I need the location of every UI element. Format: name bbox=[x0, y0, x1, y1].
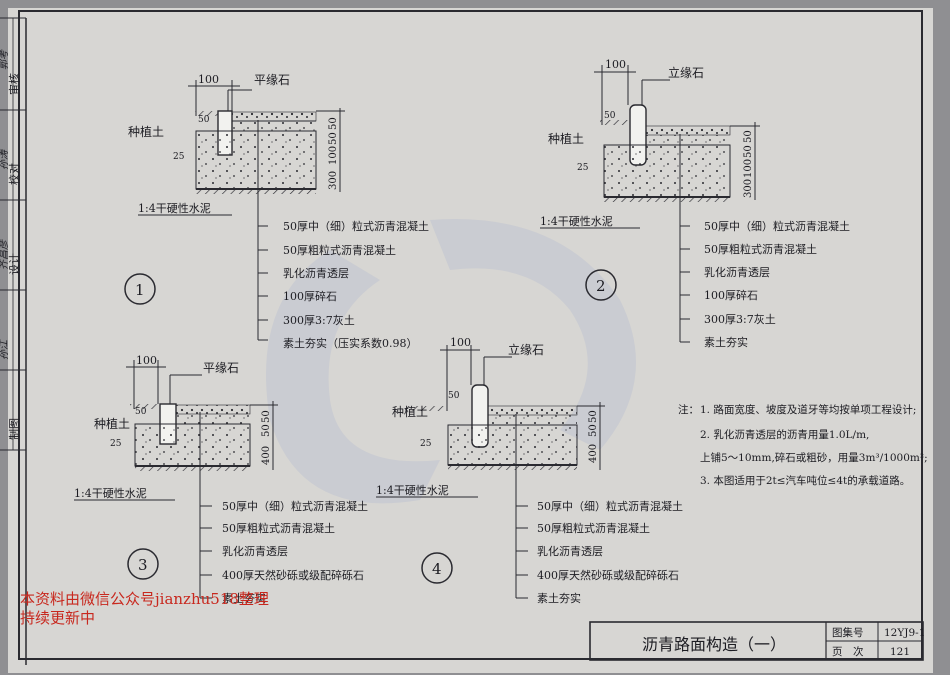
svg-text:50: 50 bbox=[448, 391, 460, 401]
mortar-label: 1:4干硬性水泥 bbox=[376, 483, 449, 497]
detail-number: 4 bbox=[432, 560, 442, 578]
layer-item: 50厚中（细）粒式沥青混凝土 bbox=[537, 499, 683, 513]
note-line: 1. 路面宽度、坡度及道牙等均按单项工程设计; bbox=[700, 403, 916, 416]
stone-label: 立缘石 bbox=[508, 342, 544, 357]
detail-number: 2 bbox=[596, 277, 606, 295]
page-value: 121 bbox=[890, 646, 910, 658]
note-line: 2. 乳化沥青透层的沥青用量1.0L/m, bbox=[700, 428, 869, 441]
title-block: 沥青路面构造（一） 图集号 12YJ9-1 页 次 121 bbox=[589, 621, 925, 661]
notes-heading: 注： bbox=[678, 403, 699, 416]
mortar-label: 1:4干硬性水泥 bbox=[540, 214, 613, 228]
signature-3: 齐昌彦 bbox=[0, 239, 10, 270]
layer-item: 乳化沥青透层 bbox=[283, 266, 349, 280]
layer-item: 素土夯实 bbox=[222, 591, 266, 605]
note-line: 3. 本图适用于2t≤汽车吨位≤4t的承载道路。 bbox=[700, 474, 910, 487]
layer-item: 100厚碎石 bbox=[283, 289, 337, 303]
draw-label: 制图 bbox=[8, 418, 21, 440]
watermark-line-2: 持续更新中 bbox=[20, 609, 96, 627]
watermark-line-1: 本资料由微信公众号jianzhu518整理 bbox=[20, 590, 269, 608]
svg-text:50: 50 bbox=[743, 145, 754, 158]
proofread-label: 校对 bbox=[7, 163, 21, 185]
layer-item: 50厚粗粒式沥青混凝土 bbox=[704, 242, 817, 256]
svg-text:400: 400 bbox=[588, 444, 599, 463]
layer-item: 300厚3:7灰土 bbox=[283, 313, 355, 327]
svg-text:100: 100 bbox=[450, 336, 471, 349]
detail-3: 100 平缘石 50 25 种植土 50 50 400 1:4干硬性水泥 50厚… bbox=[74, 354, 368, 605]
plant-soil-label: 种植土 bbox=[94, 416, 130, 431]
svg-text:50: 50 bbox=[198, 115, 210, 125]
signature-4: 孙江 bbox=[0, 339, 10, 360]
svg-text:25: 25 bbox=[173, 152, 185, 162]
svg-text:100: 100 bbox=[743, 159, 754, 178]
layer-item: 100厚碎石 bbox=[704, 288, 758, 302]
detail-number: 1 bbox=[135, 281, 145, 299]
svg-text:50: 50 bbox=[588, 410, 599, 423]
layer-item: 素土夯实 bbox=[537, 591, 581, 605]
atlas-value: 12YJ9-1 bbox=[884, 627, 925, 639]
plant-soil-label: 种植土 bbox=[548, 131, 584, 146]
drawing-sheet bbox=[8, 8, 933, 673]
atlas-label: 图集号 bbox=[832, 626, 864, 639]
mortar-label: 1:4干硬性水泥 bbox=[138, 201, 211, 215]
svg-text:300: 300 bbox=[743, 179, 754, 198]
layer-item: 50厚中（细）粒式沥青混凝土 bbox=[283, 219, 429, 233]
drawing-title: 沥青路面构造（一） bbox=[642, 635, 786, 654]
detail-1: 100 平缘石 50 25 种植土 50 50 100 300 1:4干硬性水泥… bbox=[124, 73, 429, 350]
svg-text:50: 50 bbox=[328, 117, 339, 130]
detail-number: 3 bbox=[138, 556, 148, 574]
layer-item: 素土夯实（压实系数0.98） bbox=[283, 336, 418, 350]
svg-text:50: 50 bbox=[588, 424, 599, 437]
layer-list: 50厚中（细）粒式沥青混凝土 50厚粗粒式沥青混凝土 乳化沥青透层 100厚碎石… bbox=[680, 219, 850, 349]
layer-item: 400厚天然砂砾或级配碎砾石 bbox=[537, 568, 679, 582]
design-label: 设计 bbox=[8, 253, 21, 275]
layer-item: 50厚粗粒式沥青混凝土 bbox=[283, 243, 396, 257]
layer-item: 50厚粗粒式沥青混凝土 bbox=[222, 521, 335, 535]
svg-text:50: 50 bbox=[135, 407, 147, 417]
svg-text:100: 100 bbox=[328, 146, 339, 165]
review-label: 审核 bbox=[7, 73, 21, 95]
signature-2: 孙涛 bbox=[0, 148, 10, 170]
layer-list: 50厚中（细）粒式沥青混凝土 50厚粗粒式沥青混凝土 乳化沥青透层 400厚天然… bbox=[200, 499, 368, 605]
svg-text:100: 100 bbox=[136, 354, 157, 367]
signature-1: 郭考 bbox=[0, 49, 10, 70]
layer-list: 50厚中（细）粒式沥青混凝土 50厚粗粒式沥青混凝土 乳化沥青透层 400厚天然… bbox=[516, 499, 683, 605]
svg-text:50: 50 bbox=[261, 424, 272, 437]
svg-text:50: 50 bbox=[261, 410, 272, 423]
note-line: 上铺5～10mm,碎石或粗砂，用量3m³/1000m²; bbox=[700, 451, 928, 464]
drawing-frame bbox=[18, 10, 923, 660]
layer-list: 50厚中（细）粒式沥青混凝土 50厚粗粒式沥青混凝土 乳化沥青透层 100厚碎石… bbox=[258, 219, 429, 350]
plant-soil-label: 种植土 bbox=[128, 124, 164, 139]
stone-label: 平缘石 bbox=[254, 73, 290, 87]
svg-text:400: 400 bbox=[261, 446, 272, 465]
svg-text:100: 100 bbox=[605, 58, 626, 71]
notes: 注： 1. 路面宽度、坡度及道牙等均按单项工程设计; 2. 乳化沥青透层的沥青用… bbox=[678, 403, 928, 487]
stone-label: 平缘石 bbox=[203, 361, 239, 375]
svg-text:25: 25 bbox=[420, 439, 432, 449]
plant-soil-label: 种植土 bbox=[392, 404, 428, 419]
svg-text:50: 50 bbox=[743, 130, 754, 143]
layer-item: 素土夯实 bbox=[704, 335, 748, 349]
mortar-label: 1:4干硬性水泥 bbox=[74, 486, 147, 500]
svg-text:25: 25 bbox=[110, 439, 122, 449]
layer-item: 乳化沥青透层 bbox=[222, 544, 288, 558]
svg-text:50: 50 bbox=[604, 111, 616, 121]
svg-text:100: 100 bbox=[198, 73, 219, 86]
layer-item: 乳化沥青透层 bbox=[704, 265, 770, 279]
layer-item: 50厚中（细）粒式沥青混凝土 bbox=[704, 219, 850, 233]
side-column: 审核 校对 设计 制图 郭考 孙涛 齐昌彦 孙江 bbox=[0, 17, 27, 665]
page-label: 页 次 bbox=[832, 645, 864, 658]
layer-item: 50厚粗粒式沥青混凝土 bbox=[537, 521, 650, 535]
stone-label: 立缘石 bbox=[668, 65, 704, 80]
layer-item: 50厚中（细）粒式沥青混凝土 bbox=[222, 499, 368, 513]
svg-text:300: 300 bbox=[328, 171, 339, 190]
detail-4: 100 立缘石 50 25 种植土 50 50 400 1:4干硬性水泥 50厚… bbox=[376, 336, 683, 605]
layer-item: 400厚天然砂砾或级配碎砾石 bbox=[222, 568, 364, 582]
layer-item: 乳化沥青透层 bbox=[537, 544, 603, 558]
layer-item: 300厚3:7灰土 bbox=[704, 312, 776, 326]
svg-text:25: 25 bbox=[577, 163, 589, 173]
svg-text:50: 50 bbox=[328, 132, 339, 145]
detail-2: 100 立缘石 50 25 种植土 50 50 100 300 1:4干硬性水泥… bbox=[540, 58, 850, 349]
